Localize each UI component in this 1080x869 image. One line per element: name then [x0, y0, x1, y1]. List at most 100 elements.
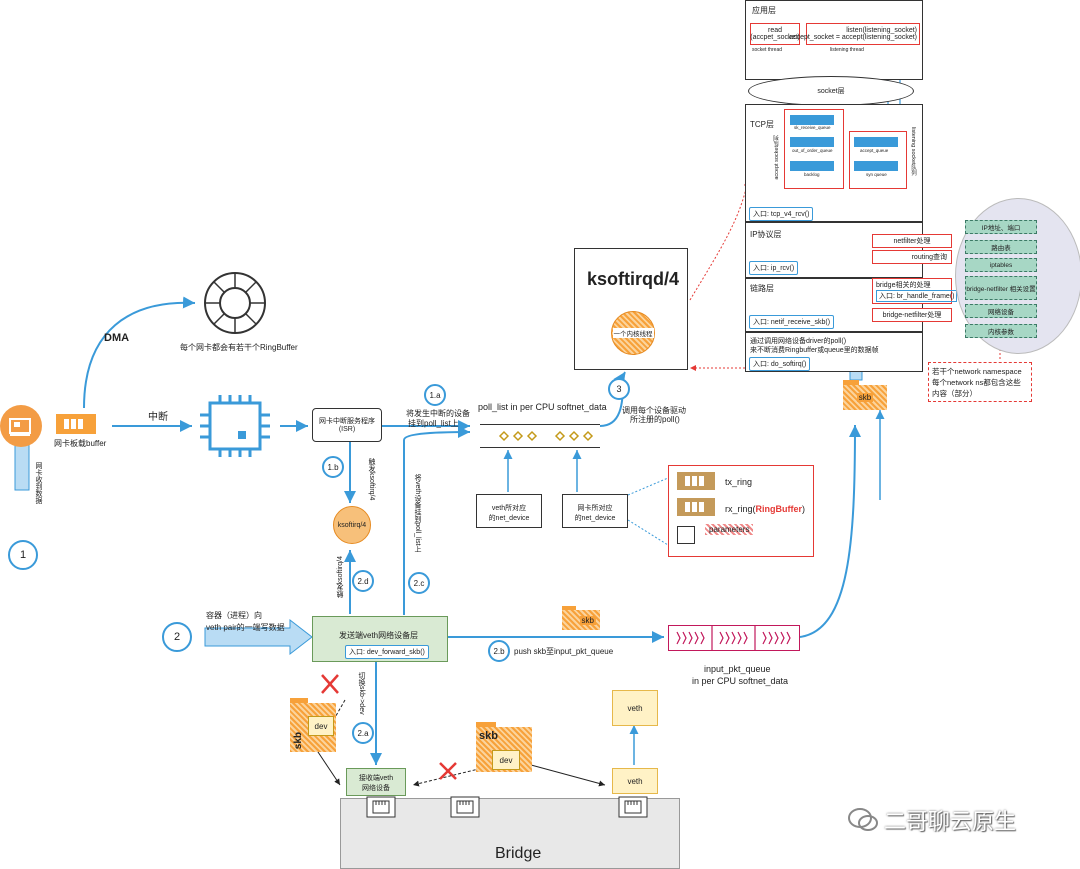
syn-queue-label: syn queue: [866, 172, 887, 177]
link-layer-label: 链路层: [750, 284, 774, 293]
softirq-layer: 通过调用网络设备driver的poll() 来不断消费Ringbuffer或qu…: [745, 332, 923, 372]
out-of-order-queue-label: out_of_order_queue: [792, 148, 833, 153]
app-layer-label: 应用层: [752, 6, 776, 15]
step-2c-circle: 2.c: [408, 572, 430, 594]
poll-list-title: poll_list in per CPU softnet_data: [478, 402, 607, 412]
tx-ring-icon: [677, 472, 715, 490]
ksoftirqd-circle: 一个内核线程: [611, 311, 655, 355]
step-2c-desc: 将veth设备挂到poll_list上: [414, 474, 421, 553]
skb-folder-left: skb dev: [290, 698, 336, 752]
socket-layer: socket层: [748, 76, 914, 106]
ksoftirqd-title: ksoftirqd/4: [587, 269, 680, 289]
nic-dev-line2: 的net_device: [574, 515, 616, 522]
watermark: 二哥聊云原生: [848, 804, 1016, 836]
nic-recv-label: 网卡收到数据: [35, 462, 42, 504]
watermark-text: 二哥聊云原生: [884, 809, 1017, 834]
rx-ring-prefix: rx_ring(: [725, 504, 756, 514]
veth-dev-line2: 的net_device: [488, 515, 530, 522]
ns-note-1: 若干个network namespace: [932, 367, 1022, 376]
read-box: read (accpet_socket): [750, 23, 800, 45]
container-desc-2: veth pair的一端写数据: [206, 623, 285, 632]
listening-socket-queue-label: listening socket队列: [910, 127, 916, 176]
nic-buffer: [56, 414, 96, 434]
read-line2: (accpet_socket): [750, 34, 800, 41]
veth-dev-line1: veth所对应: [491, 505, 527, 512]
step-1a-desc-2: 挂到poll_list上: [408, 419, 459, 428]
input-pkt-queue-label-1: input_pkt_queue: [704, 664, 771, 674]
interrupt-label: 中断: [148, 412, 168, 423]
container-desc-1: 容器（进程）向: [206, 611, 262, 620]
veth-box-bottom: veth: [612, 768, 658, 794]
veth-top-label: veth: [627, 703, 643, 713]
tcp-entry: 入口: tcp_v4_rcv(): [749, 207, 814, 221]
socket-thread-label: socket thread: [752, 47, 783, 53]
veth-net-device: veth所对应 的net_device: [476, 494, 542, 528]
listen-line2: accept_socket = accept(listening_socket): [789, 34, 917, 41]
skb-folder-middle: skb: [562, 606, 600, 630]
rx-ring-suffix: ): [802, 504, 806, 514]
accept-socket-box: [784, 109, 844, 189]
namespace-item: 路由表: [965, 240, 1037, 254]
bridge-label: Bridge: [495, 845, 542, 862]
ethernet-port-icon-2: [450, 796, 480, 818]
ip-entry: 入口: ip_rcv(): [749, 261, 799, 275]
nic-dev-line1: 网卡所对应: [577, 505, 613, 512]
out-of-order-queue-icon: [790, 137, 834, 147]
trigger-ksoftirq-label: 触发ksoftirq/4: [368, 458, 375, 501]
input-pkt-queue: [668, 625, 800, 651]
veth-bottom-label: veth: [627, 776, 643, 786]
skb-folder-center: skb dev: [476, 722, 532, 772]
parameters-label: parameters: [705, 524, 754, 535]
rx-ring-icon: [677, 498, 715, 516]
namespace-item: iptables: [965, 258, 1037, 272]
skb-right-label: skb: [856, 393, 874, 402]
send-veth-box: 发送端veth网络设备层 入口: dev_forward_skb(): [312, 616, 448, 662]
step-3-desc-2: 所注册的poll(): [630, 415, 680, 424]
accept-queue-icon: [854, 137, 898, 147]
recv-veth-box: 接收端veth 网络设备: [346, 768, 406, 796]
listening-thread-label: listening thread: [830, 47, 864, 53]
softirq-desc-1: 通过调用网络设备driver的poll(): [750, 338, 847, 345]
wechat-icon: [848, 808, 878, 831]
syn-queue-icon: [854, 161, 898, 171]
nic-buffer-label: 网卡板载buffer: [54, 439, 107, 448]
softirq-desc-2: 来不断消费Ringbuffer或queue里的数据帧: [750, 347, 879, 354]
step-3-desc-1: 调用每个设备驱动: [622, 406, 686, 415]
socket-layer-label: socket层: [817, 88, 845, 95]
dev-left-label: dev: [308, 716, 334, 736]
dma-label: DMA: [104, 332, 130, 344]
accept-queue-label: accept_queue: [860, 148, 889, 153]
step-1a-desc-1: 将发生中断的设备: [406, 409, 470, 418]
br-handle-label: 入口: br_handle_frame(): [876, 290, 958, 302]
backlog-label: backlog: [804, 172, 820, 177]
routing-box: routing查询: [872, 250, 952, 264]
ringbuffer-icon: [204, 272, 266, 334]
step-2d-desc: 触发ksoftirq/4: [337, 556, 344, 599]
namespace-item: bridge-netfilter 相关设置: [965, 276, 1037, 300]
backlog-icon: [790, 161, 834, 171]
send-veth-title: 发送端veth网络设备层: [339, 631, 419, 640]
listen-line1: listen(listening_socket): [846, 27, 917, 34]
softirq-entry: 入口: do_softirq(): [749, 357, 811, 371]
isr-box: 网卡中断服务程序 (ISR): [312, 408, 382, 442]
nic-icon: [0, 405, 42, 447]
rx-ring-rb: RingBuffer: [755, 504, 803, 514]
read-line1: read: [767, 27, 782, 34]
veth-box-top: veth: [612, 690, 658, 726]
skb-left-label: skb: [293, 732, 304, 750]
ip-layer-label: IP协议层: [750, 230, 782, 239]
ethernet-port-icon-1: [366, 796, 396, 818]
sk-receive-queue-icon: [790, 115, 834, 125]
ringbuffer-note: 每个网卡都会有若干个RingBuffer: [180, 343, 298, 352]
switch-dev-label: 切换skb->dev: [358, 672, 365, 715]
parameters-checkbox: [677, 526, 695, 544]
app-layer: 应用层 read (accpet_socket) listen(listenin…: [745, 0, 923, 80]
tcp-layer: TCP层 accept socket队列 listening socket队列 …: [745, 104, 923, 222]
cpu-chip-icon: [200, 395, 270, 457]
link-entry: 入口: netif_receive_skb(): [749, 315, 835, 329]
step-2b-circle: 2.b: [488, 640, 510, 662]
send-veth-entry: 入口: dev_forward_skb(): [345, 645, 429, 659]
poll-list: [480, 424, 600, 448]
dev-center-label: dev: [492, 750, 520, 770]
step-1b-circle: 1.b: [322, 456, 344, 478]
